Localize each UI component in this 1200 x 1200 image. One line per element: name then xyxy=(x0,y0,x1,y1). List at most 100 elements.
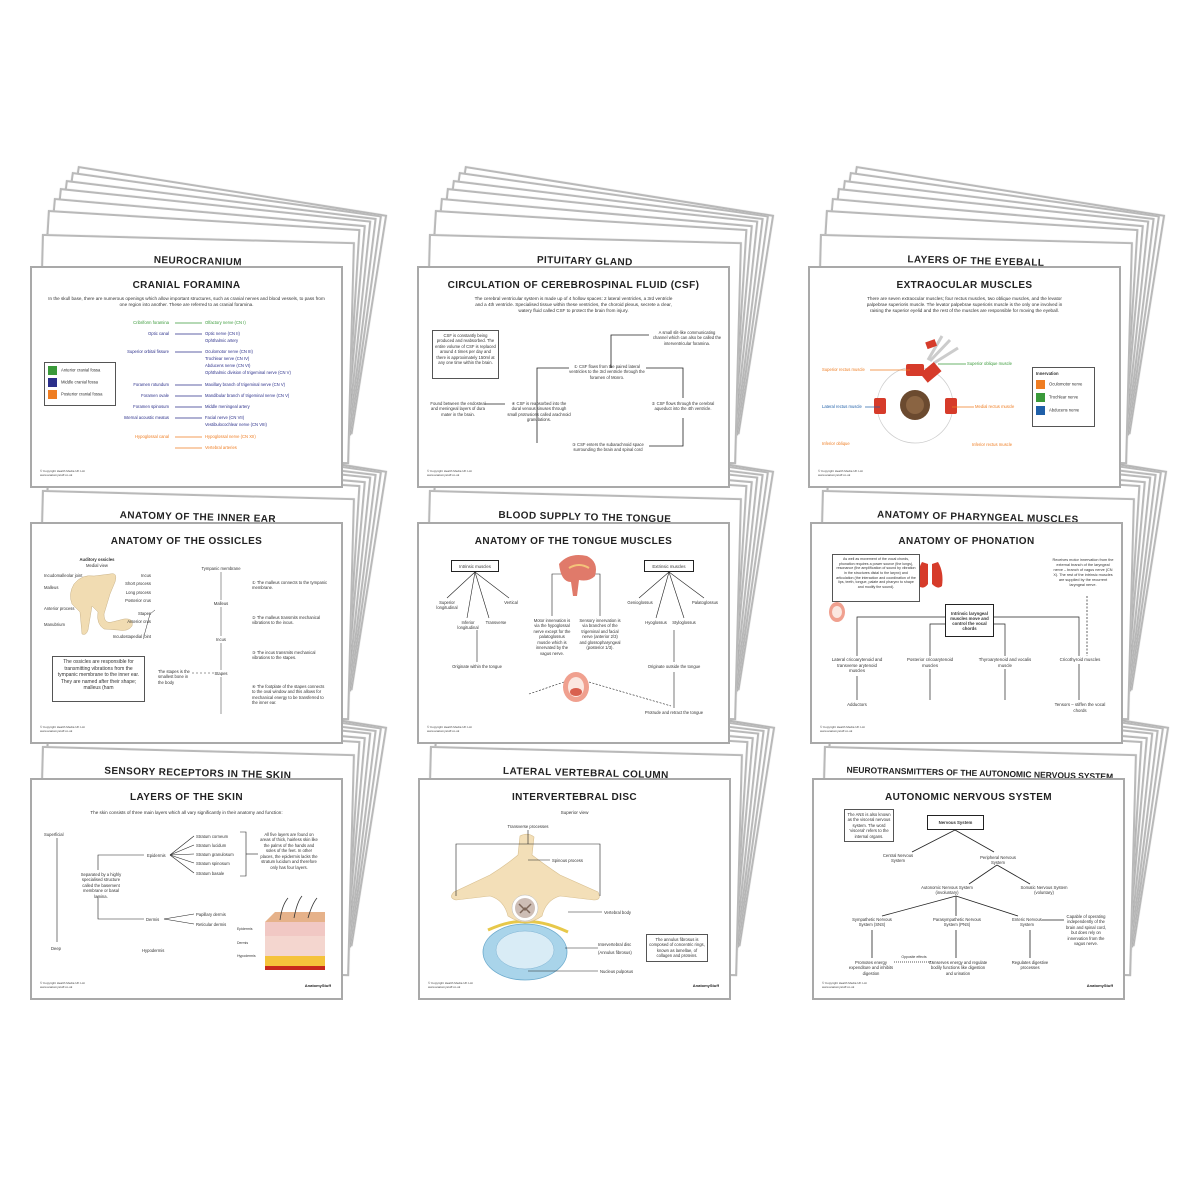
structure-label: Oculomotor nerve (CN III) xyxy=(205,349,253,354)
legend-swatch xyxy=(1036,406,1045,416)
ossicle-label: Stapes xyxy=(137,611,151,616)
website-text: www.anatomystuff.co.uk xyxy=(818,473,851,478)
legend-label: Trochlear nerve xyxy=(1049,395,1079,401)
anatomystuff-logo: AnatomyStuff xyxy=(304,983,331,988)
website-text: www.anatomystuff.co.uk xyxy=(822,985,855,990)
diagram-title: Auditory ossicles xyxy=(79,557,115,562)
tree-node: Autonomic Nervous System (involuntary) xyxy=(921,885,973,896)
structure-label: Vestibulocochlear nerve (CN VIII) xyxy=(205,422,267,427)
worksheet-extraocular-muscles: EXTRAOCULAR MUSCLES There are seven extr… xyxy=(808,266,1121,488)
ans-tree xyxy=(871,829,1064,963)
worksheet-title: EXTRAOCULAR MUSCLES xyxy=(896,280,1033,291)
muscle-label: Genioglossus xyxy=(627,600,653,605)
copyright: © Copyright Health Media UK Ltd.www.anat… xyxy=(40,725,86,734)
foramen-label: Foramen spinosum xyxy=(133,404,169,409)
step-3: ③ CSF enters the subarachnoid space surr… xyxy=(572,442,644,453)
inferior-rectus-label: Inferior rectus muscle xyxy=(972,442,1013,447)
website-text: www.anatomystuff.co.uk xyxy=(40,985,73,990)
basement-membrane-note: Separated by a highly specialised struct… xyxy=(80,872,122,899)
ossicle-label: Incudomalleolar joint xyxy=(44,573,83,578)
copyright: © Copyright Health Media UK Ltd.www.anat… xyxy=(428,981,473,990)
copyright-text: © Copyright Health Media UK Ltd. xyxy=(40,725,86,730)
website-text: www.anatomystuff.co.uk xyxy=(428,985,461,990)
worksheet-stack-ossicles: ANATOMY OF THE INNER EAR ANATOMY OF THE … xyxy=(30,422,388,744)
extrinsic-muscles-box: Extrinsic muscles xyxy=(644,560,694,572)
ossicle-label: Incudostapedial joint xyxy=(112,634,151,639)
muscle-label: Palatoglossus xyxy=(691,600,719,605)
vertebral-body-label: Vertebral body xyxy=(604,910,632,915)
superior-oblique-label: Superior oblique muscle xyxy=(967,361,1012,366)
legend-swatch xyxy=(1036,393,1045,403)
copyright: © Copyright Health Media UK Ltd.www.anat… xyxy=(427,725,473,734)
ossicle-label: Manubrium xyxy=(44,622,65,627)
worksheet-phonation: ANATOMY OF PHONATION As well as movement… xyxy=(810,522,1123,744)
worksheet-description: There are seven extraocular muscles; fou… xyxy=(866,296,1063,314)
legend-swatch xyxy=(48,378,57,387)
foramen-label: Optic canal xyxy=(148,331,169,336)
slit-note: A small slit-like communicating channel … xyxy=(652,330,722,346)
copyright-text: © Copyright Health Media UK Ltd. xyxy=(40,469,86,474)
muscle-group: Lateral cricoarytenoid and transverse ar… xyxy=(831,657,883,674)
worksheet-title: INTERVERTEBRAL DISC xyxy=(511,792,638,803)
step-1: ① CSF flows from the paired lateral vent… xyxy=(569,364,645,380)
foramen-label: Hypoglossal canal xyxy=(135,434,169,439)
legend: Anterior cranial fossa Middle cranial fo… xyxy=(44,362,116,406)
legend-item: Trochlear nerve xyxy=(1036,393,1091,403)
copyright-text: © Copyright Health Media UK Ltd. xyxy=(427,469,473,474)
muscle-label: Superior longitudinal xyxy=(436,600,458,611)
copyright-text: © Copyright Health Media UK Ltd. xyxy=(427,725,473,730)
dermis-layer-label: Reticular dermis xyxy=(196,922,227,927)
stratum-label: Stratum granulosum xyxy=(196,852,234,857)
copyright: © Copyright Health Media UK Ltd.www.anat… xyxy=(40,469,86,478)
superior-rectus-label: Superior rectus muscle xyxy=(822,367,865,372)
website-text: www.anatomystuff.co.uk xyxy=(40,729,73,734)
tongue-diagram xyxy=(446,555,705,708)
flow-node: Incus xyxy=(215,637,226,642)
worksheet-title: ANATOMY OF THE TONGUE MUSCLES xyxy=(474,536,673,547)
worksheet-description: In the skull base, there are numerous op… xyxy=(48,296,325,308)
foramen-label: Foramen ovale xyxy=(141,393,169,398)
image-label: Hypodermis xyxy=(237,954,256,958)
stratum-label: Stratum corneum xyxy=(196,834,229,839)
copyright: © Copyright Health Media UK Ltd.www.anat… xyxy=(818,469,864,478)
sensory-innervation: Sensory innervation is via branches of t… xyxy=(579,618,621,651)
legend-item: Anterior cranial fossa xyxy=(48,366,112,375)
stratum-label: Stratum lucidum xyxy=(196,843,227,848)
structure-label: Middle meningeal artery xyxy=(205,404,250,409)
intrinsic-muscles-box: Intrinsic muscles xyxy=(451,560,499,572)
structure-label: Optic nerve (CN II) xyxy=(205,331,240,336)
worksheet-intervertebral-disc: INTERVERTEBRAL DISC Superior view Transv… xyxy=(418,778,731,1000)
worksheet-description: The skin consists of three main layers w… xyxy=(90,810,283,815)
found-note: Found between the endosteal and meningea… xyxy=(430,401,486,417)
foramen-label: Internal acoustic meatus xyxy=(123,415,169,420)
foramen-label: Cribriform foramina xyxy=(133,320,169,325)
ossicle-label: Anterior crus xyxy=(127,619,151,624)
diagram-subtitle: Medial view xyxy=(86,563,108,568)
intrinsic-laryngeal-box: Intrinsic laryngeal muscles move and con… xyxy=(945,604,994,637)
step-text: ② The malleus transmits mechanical vibra… xyxy=(252,615,321,626)
superficial-label: Superficial xyxy=(44,832,64,837)
copyright-text: © Copyright Health Media UK Ltd. xyxy=(822,981,868,986)
ossicle-label: Malleus xyxy=(44,585,59,590)
structure-label: Mandibular branch of trigeminal nerve (C… xyxy=(205,393,290,398)
worksheet-csf: CIRCULATION OF CEREBROSPINAL FLUID (CSF)… xyxy=(417,266,730,488)
tree-node: Somatic Nervous System (voluntary) xyxy=(1020,885,1068,896)
worksheet-stack-ans: NEUROTRANSMITTERS OF THE AUTONOMIC NERVO… xyxy=(812,678,1170,1000)
step-2: ② CSF flows through the cerebral aqueduc… xyxy=(651,401,715,412)
structure-label: Hypoglossal nerve (CN XII) xyxy=(205,434,256,439)
legend-item: Posterior cranial fossa xyxy=(48,390,112,399)
hypodermis-label: Hypodermis xyxy=(142,948,165,953)
stratum-label: Stratum basale xyxy=(196,871,225,876)
action-label: Protrude and retract the tongue xyxy=(644,710,704,715)
legend-item: Abducens nerve xyxy=(1036,406,1091,416)
structure-label: Facial nerve (CN VII) xyxy=(205,415,245,420)
intervertebral-disc-label: Intervertebral disc xyxy=(598,942,632,947)
foramen-label: Foramen rotundum xyxy=(133,382,169,387)
muscle-label: Styloglossus xyxy=(672,620,696,625)
legend-label: Posterior cranial fossa xyxy=(61,391,103,397)
worksheet-cranial-foramina: CRANIAL FORAMINA In the skull base, ther… xyxy=(30,266,343,488)
flow-arrows xyxy=(485,334,684,447)
ossicle-label: Incus xyxy=(140,573,151,578)
legend-swatch xyxy=(1036,380,1045,390)
copyright-text: © Copyright Health Media UK Ltd. xyxy=(818,469,864,474)
